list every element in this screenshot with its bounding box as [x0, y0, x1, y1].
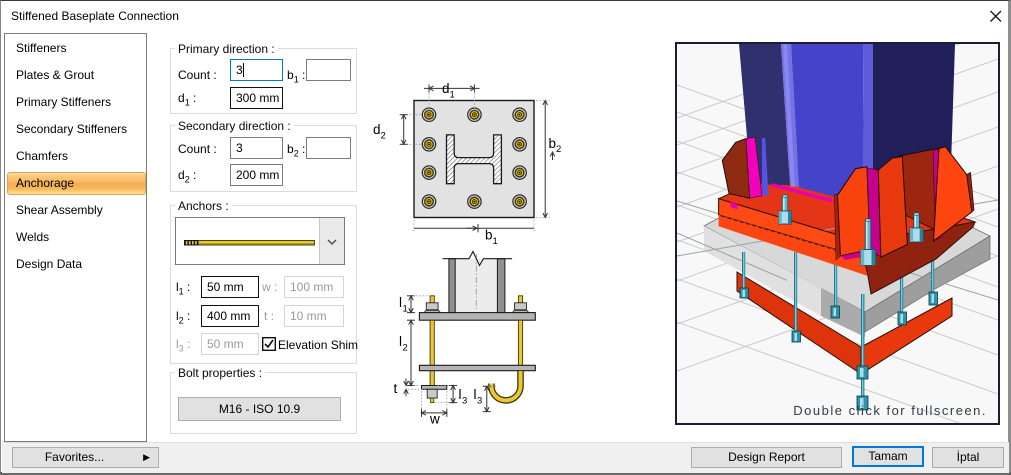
svg-text:3: 3 [462, 396, 467, 407]
svg-text:3: 3 [477, 396, 482, 407]
svg-text:d: d [442, 81, 450, 96]
svg-text:l: l [474, 387, 477, 402]
svg-text:2: 2 [403, 343, 408, 354]
svg-text:l: l [399, 334, 402, 349]
svg-text:t: t [394, 381, 398, 396]
svg-text:1: 1 [493, 236, 498, 247]
svg-text:d: d [373, 122, 381, 137]
svg-text:1: 1 [403, 304, 408, 315]
svg-text:l: l [459, 387, 462, 402]
svg-text:w: w [429, 412, 440, 427]
svg-text:2: 2 [556, 144, 561, 155]
svg-text:1: 1 [450, 90, 455, 101]
svg-text:2: 2 [381, 131, 386, 142]
svg-text:b: b [485, 228, 493, 243]
svg-text:l: l [399, 295, 402, 310]
svg-text:b: b [549, 136, 557, 151]
